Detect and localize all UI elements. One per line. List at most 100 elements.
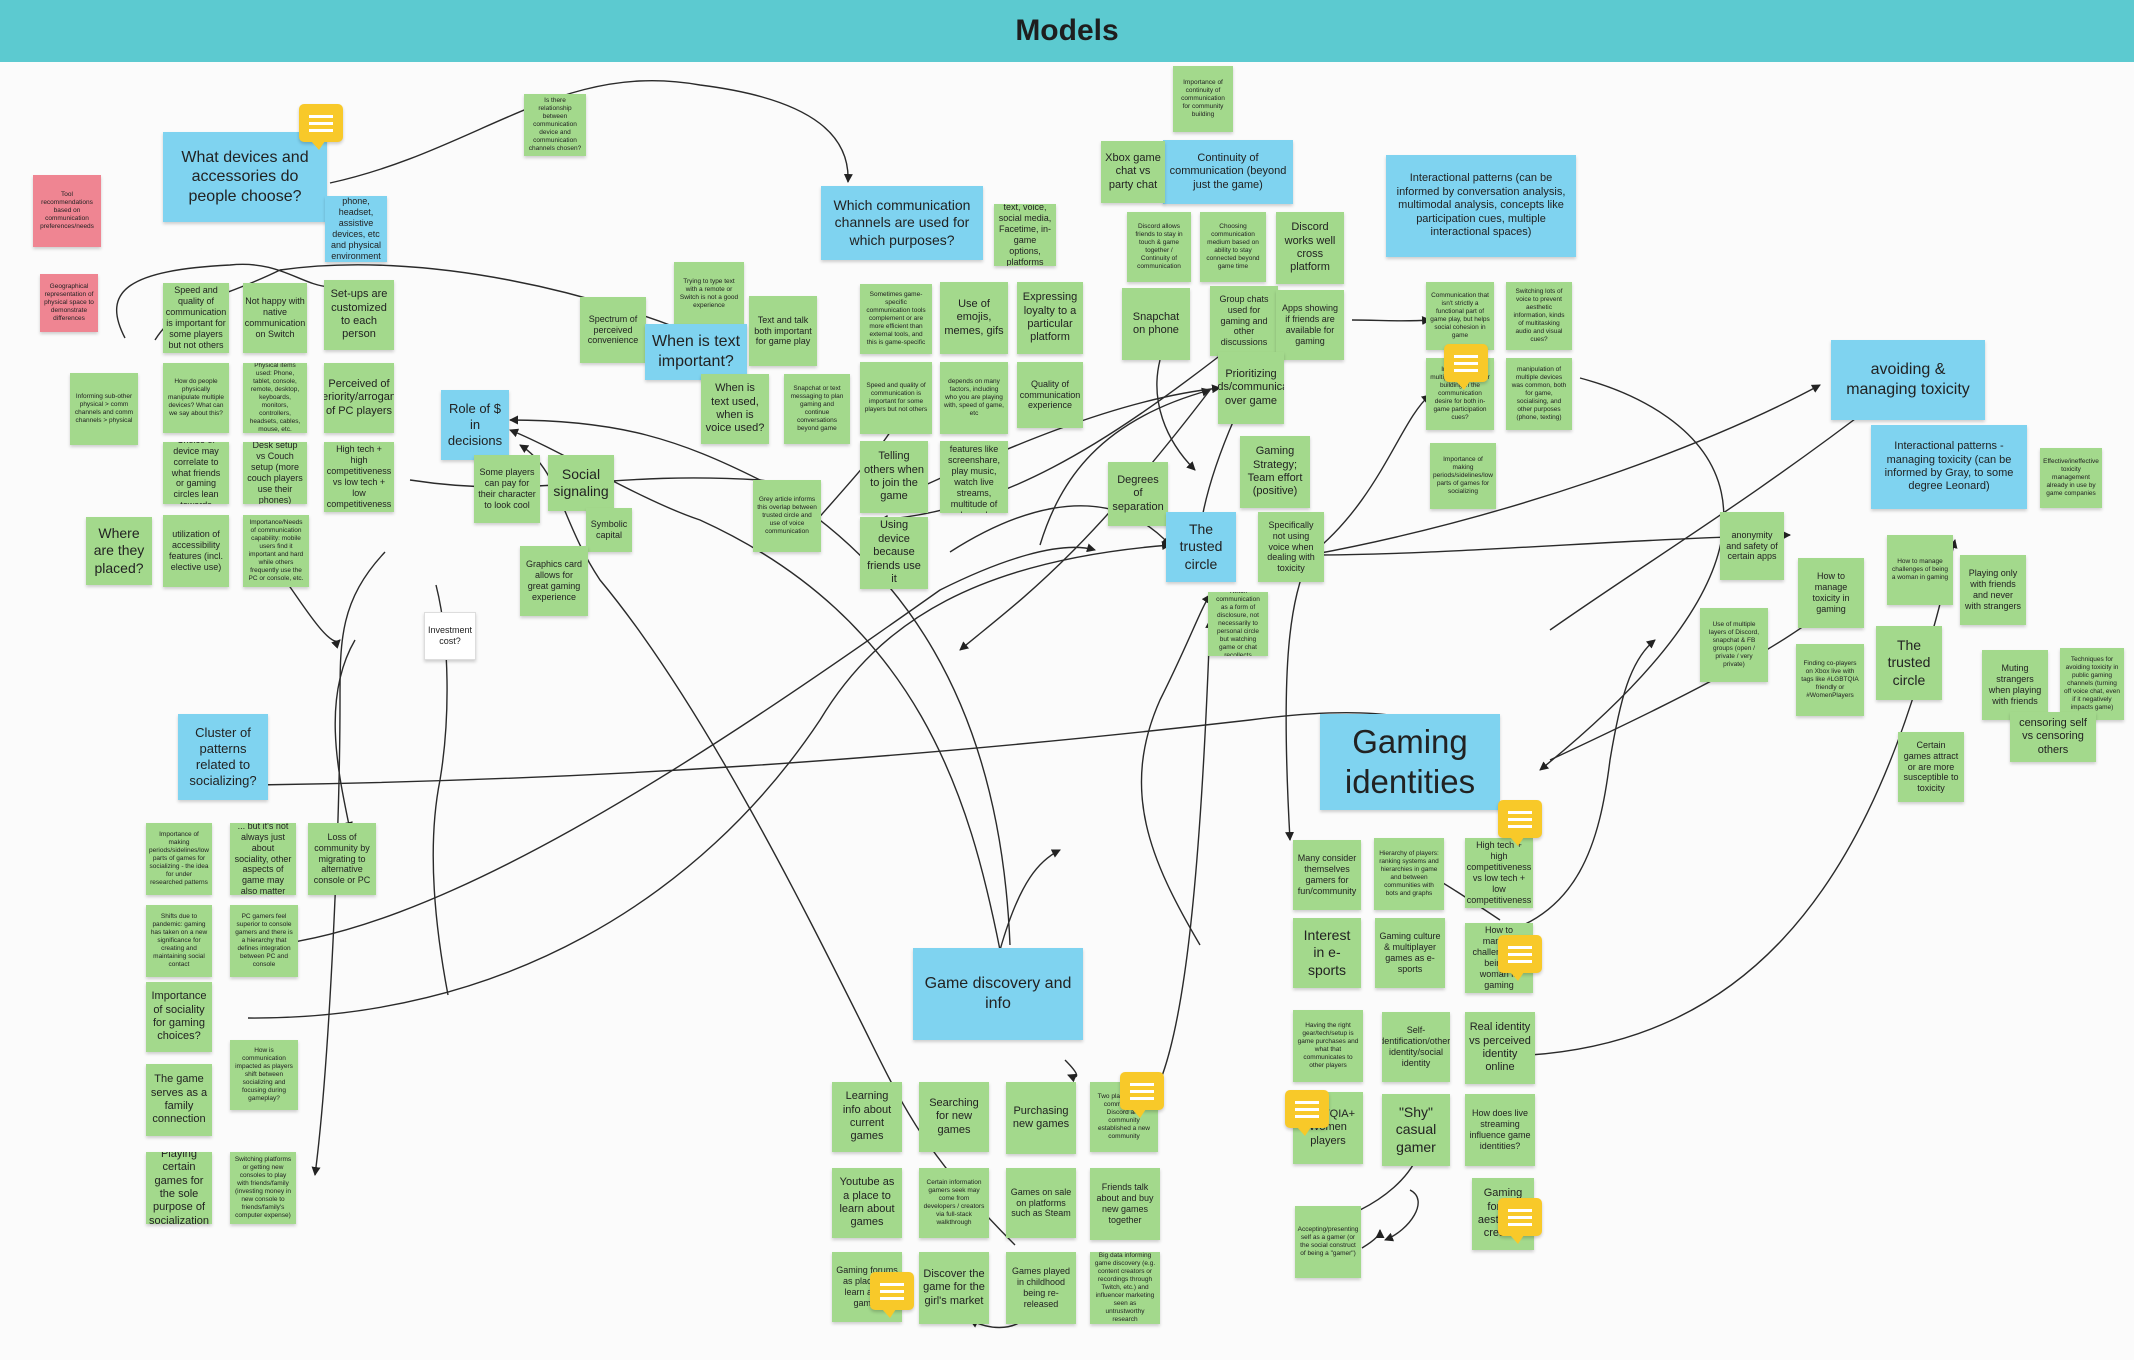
note-text-voice-social[interactable]: text, voice, social media, Facetime, in-… (994, 204, 1056, 266)
note-game-discovery[interactable]: Game discovery and info (913, 948, 1083, 1040)
note-telling-others-join[interactable]: Telling others when to join the game (860, 441, 928, 513)
note-effective-toxicity-mgmt[interactable]: Effective/ineffective toxicity managemen… (2040, 448, 2102, 508)
note-multiple-layers[interactable]: Use of multiple layers of Discord, snapc… (1700, 608, 1768, 682)
comment-icon[interactable] (1498, 1198, 1542, 1244)
note-high-tech-1[interactable]: High tech + high competitiveness vs low … (324, 442, 394, 512)
note-discord-stay-touch[interactable]: Discord allows friends to stay in touch … (1127, 212, 1191, 282)
note-choice-of-device[interactable]: Choice of device may correlate to what f… (163, 442, 229, 504)
note-games-on-sale[interactable]: Games on sale on platforms such as Steam (1006, 1168, 1076, 1238)
note-censoring[interactable]: censoring self vs censoring others (2010, 712, 2096, 762)
note-emojis-memes[interactable]: Use of emojis, memes, gifs (940, 282, 1008, 354)
note-certain-information[interactable]: Certain information gamers seek may come… (919, 1168, 989, 1238)
note-degrees-separation[interactable]: Degrees of separation (1108, 462, 1168, 526)
note-avoiding-techniques[interactable]: Techniques for avoiding toxicity in publ… (2060, 648, 2124, 720)
note-making-periods[interactable]: Importance of making periods/sidelines/l… (1430, 443, 1496, 509)
note-discover-girls-market[interactable]: Discover the game for the girl's market (919, 1252, 989, 1324)
note-hierarchy-players[interactable]: Hierarchy of players: ranking systems an… (1374, 838, 1444, 910)
note-trusted-circle-2[interactable]: The trusted circle (1876, 626, 1942, 700)
comment-icon[interactable] (1498, 935, 1542, 981)
note-accessibility-features[interactable]: utilization of accessibility features (i… (163, 515, 229, 587)
note-woman-gaming-1[interactable]: How to manage challenges of being a woma… (1887, 535, 1953, 605)
note-pay-for-character[interactable]: Some players can pay for their character… (474, 455, 540, 523)
note-not-happy-switch[interactable]: Not happy with native communication on S… (243, 283, 307, 353)
note-not-using-voice[interactable]: Specifically not using voice when dealin… (1258, 512, 1324, 582)
note-games-socialization[interactable]: Playing certain games for the sole purpo… (146, 1152, 212, 1224)
note-self-identification[interactable]: Self-identification/others identity/soci… (1382, 1012, 1450, 1082)
note-spectrum-convenience[interactable]: Spectrum of perceived convenience (580, 297, 646, 363)
note-informing-physical[interactable]: Informing sub-other physical > comm chan… (70, 373, 138, 445)
note-where-placed[interactable]: Where are they placed? (86, 517, 152, 585)
note-pandemic-shifts[interactable]: Shifts due to pandemic: gaming has taken… (146, 905, 212, 977)
note-quality-experience[interactable]: Quality of communication experience (1017, 362, 1083, 428)
comment-icon[interactable] (1498, 800, 1542, 846)
note-friends-buy-together[interactable]: Friends talk about and buy new games tog… (1090, 1168, 1160, 1240)
note-phone-headset[interactable]: phone, headset, assistive devices, etc a… (325, 196, 387, 262)
note-symbolic-capital[interactable]: Symbolic capital (586, 508, 632, 552)
note-physical-items[interactable]: Physical items used: Phone, tablet, cons… (243, 363, 307, 433)
note-setups-customized[interactable]: Set-ups are customized to each person (324, 280, 394, 350)
note-using-device-friends[interactable]: Using device because friends use it (860, 517, 928, 589)
note-speed-quality[interactable]: Speed and quality of communication is im… (163, 283, 229, 353)
note-desk-vs-couch[interactable]: Desk setup vs Couch setup (more couch pl… (243, 442, 307, 504)
note-purchasing-games[interactable]: Purchasing new games (1006, 1082, 1076, 1154)
note-childhood-rereleased[interactable]: Games played in childhood being re-relea… (1006, 1252, 1076, 1324)
note-finding-coplayers[interactable]: Finding co-players on Xbox live with tag… (1796, 644, 1864, 716)
note-devices-accessories[interactable]: What devices and accessories do people c… (163, 132, 327, 222)
note-pc-superior[interactable]: PC gamers feel superior to console gamer… (230, 905, 298, 977)
note-importance-needs[interactable]: Importance/Needs of communication capabi… (243, 515, 309, 587)
note-choosing-medium[interactable]: Choosing communication medium based on a… (1200, 212, 1266, 282)
note-grey-article[interactable]: Grey article informs this overlap betwee… (753, 480, 821, 552)
comment-icon[interactable] (1285, 1090, 1329, 1136)
note-searching-games[interactable]: Searching for new games (919, 1082, 989, 1152)
note-manipulation-devices[interactable]: manipulation of multiple devices was com… (1506, 358, 1572, 430)
note-which-channels[interactable]: Which communication channels are used fo… (821, 186, 983, 260)
note-apps-availability[interactable]: Apps showing if friends are available fo… (1276, 290, 1344, 360)
note-speed-quality-2[interactable]: Speed and quality of communication is im… (860, 362, 932, 434)
note-anonymity-safety[interactable]: anonymity and safety of certain apps (1720, 512, 1784, 580)
note-discord-features[interactable]: Discord features like screenshare, play … (940, 441, 1008, 513)
note-high-tech-2[interactable]: High tech + high competitiveness vs low … (1465, 838, 1533, 908)
note-communication-impacted[interactable]: How is communication impacted as players… (230, 1040, 298, 1110)
note-learning-info[interactable]: Learning info about current games (832, 1082, 902, 1152)
note-pc-superiority[interactable]: Perceived of superiority/arrogance? of P… (324, 363, 394, 433)
note-cluster-socializing[interactable]: Cluster of patterns related to socializi… (178, 714, 268, 800)
note-social-signaling[interactable]: Social signaling (548, 455, 614, 511)
note-manipulate-devices[interactable]: How do people physically manipulate mult… (163, 363, 229, 433)
note-accepting-self[interactable]: Accepting/presenting self as a gamer (or… (1295, 1206, 1361, 1278)
note-sidelines-research[interactable]: Importance of making periods/sidelines/l… (146, 823, 212, 895)
note-avoiding-toxicity[interactable]: avoiding & managing toxicity (1831, 340, 1985, 420)
note-snapchat-phone[interactable]: Snapchat on phone (1122, 288, 1190, 360)
note-live-streaming[interactable]: How does live streaming influence game i… (1465, 1094, 1535, 1166)
comment-icon[interactable] (870, 1272, 914, 1318)
note-managing-toxicity-patterns[interactable]: Interactional patterns - managing toxici… (1871, 425, 2027, 509)
note-game-specific-tools[interactable]: Sometimes game-specific communication to… (860, 284, 932, 354)
comment-icon[interactable] (1444, 344, 1488, 390)
note-discord-cross-platform[interactable]: Discord works well cross platform (1276, 212, 1344, 284)
note-real-vs-perceived[interactable]: Real identity vs perceived identity onli… (1465, 1012, 1535, 1084)
note-switching-platforms[interactable]: Switching platforms or getting new conso… (230, 1152, 296, 1224)
note-social-cohesion[interactable]: Communication that isn't strictly a func… (1426, 282, 1494, 350)
note-interest-esports[interactable]: Interest in e-sports (1293, 918, 1361, 988)
note-gaming-identities[interactable]: Gaming identities (1320, 714, 1500, 810)
comment-icon[interactable] (1120, 1072, 1164, 1118)
note-typing-remote[interactable]: Trying to type text with a remote or Swi… (674, 262, 744, 326)
note-platform-loyalty[interactable]: Expressing loyalty to a particular platf… (1017, 282, 1083, 354)
note-text-vs-voice[interactable]: When is text used, when is voice used? (701, 374, 769, 444)
note-twitch-disclosure[interactable]: Twitch communication as a form of disclo… (1208, 592, 1268, 656)
note-switching-voice[interactable]: Switching lots of voice to prevent aesth… (1506, 282, 1572, 350)
note-continuity-communication[interactable]: Continuity of communication (beyond just… (1163, 140, 1293, 204)
note-when-text-important[interactable]: When is text important? (645, 324, 747, 380)
note-xbox-party-chat[interactable]: Xbox game chat vs party chat (1101, 141, 1165, 203)
note-not-just-sociality[interactable]: ... but it's not always just about socia… (230, 823, 296, 895)
note-group-chats[interactable]: Group chats used for gaming and other di… (1210, 286, 1278, 356)
note-games-attract-toxicity[interactable]: Certain games attract or are more suscep… (1898, 732, 1964, 802)
note-geographical[interactable]: Geographical representation of physical … (40, 274, 98, 332)
note-shy-casual[interactable]: "Shy" casual gamer (1382, 1094, 1450, 1166)
note-gaming-culture[interactable]: Gaming culture & multiplayer games as e-… (1375, 918, 1445, 988)
note-youtube-learn[interactable]: Youtube as a place to learn about games (832, 1168, 902, 1238)
note-consider-gamers[interactable]: Many consider themselves gamers for fun/… (1293, 840, 1361, 910)
note-gaming-strategy[interactable]: Gaming Strategy; Team effort (positive) (1240, 436, 1310, 508)
note-prioritizing-friends[interactable]: Prioritizing friends/communication over … (1218, 352, 1284, 424)
note-investment-cost[interactable]: Investment cost? (424, 612, 476, 660)
note-device-channel-relationship[interactable]: Is there relationship between communicat… (524, 94, 586, 156)
